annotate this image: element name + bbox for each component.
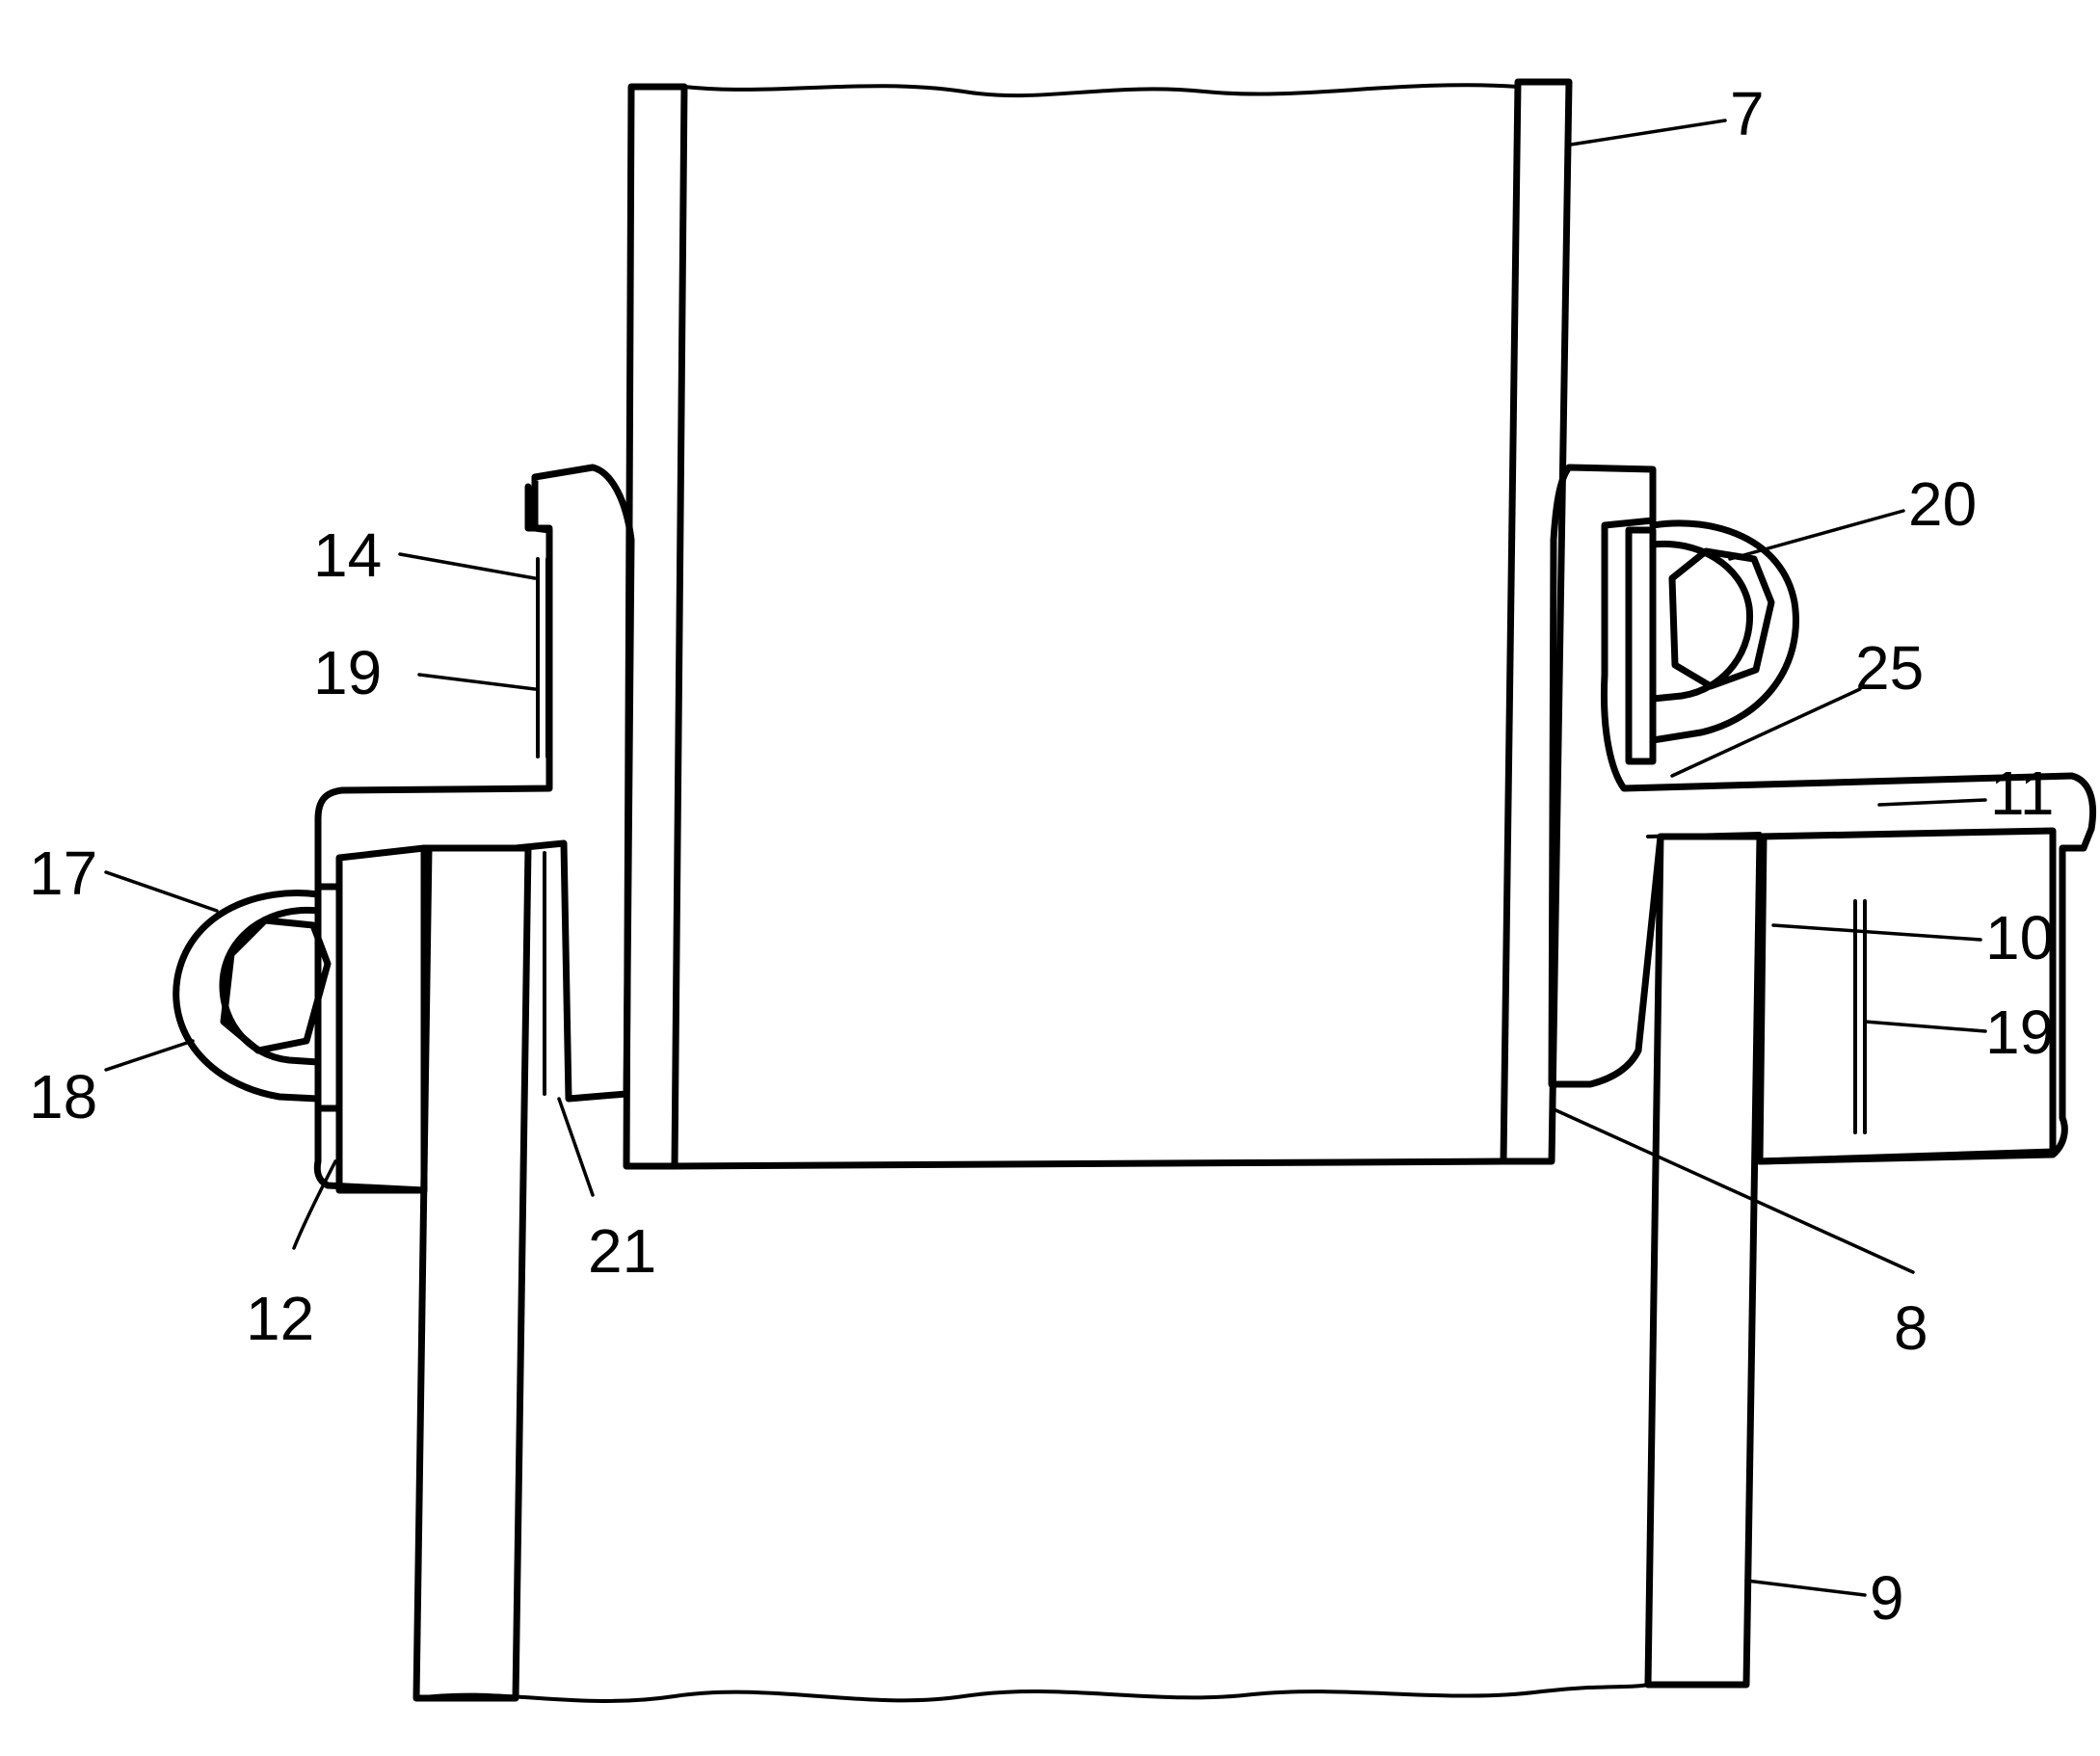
- left-seal-ring-12: [339, 848, 424, 1190]
- label-14: 14: [313, 520, 382, 590]
- label-11: 11: [1990, 758, 2054, 828]
- label-10: 10: [1985, 903, 2054, 972]
- label-9: 9: [1870, 1563, 1904, 1633]
- label-7: 7: [1730, 79, 1765, 148]
- right-spring-clip-20: [1629, 523, 1795, 761]
- leader-lines: [106, 120, 1985, 1595]
- left-strip-14: [538, 559, 547, 757]
- label-20: 20: [1908, 469, 1977, 539]
- label-8: 8: [1894, 1293, 1928, 1363]
- label-21: 21: [588, 1216, 656, 1286]
- label-19-right: 19: [1985, 998, 2054, 1067]
- label-12: 12: [246, 1284, 314, 1353]
- label-18: 18: [29, 1062, 97, 1131]
- upper-pipe-7: [626, 82, 1569, 1166]
- right-strip-19: [1855, 901, 1865, 1132]
- right-ring-10: [1760, 831, 2053, 1161]
- label-19-left: 19: [313, 638, 382, 707]
- left-spring-clip-17: [176, 887, 339, 1108]
- label-17: 17: [29, 838, 97, 908]
- label-25: 25: [1855, 633, 1924, 703]
